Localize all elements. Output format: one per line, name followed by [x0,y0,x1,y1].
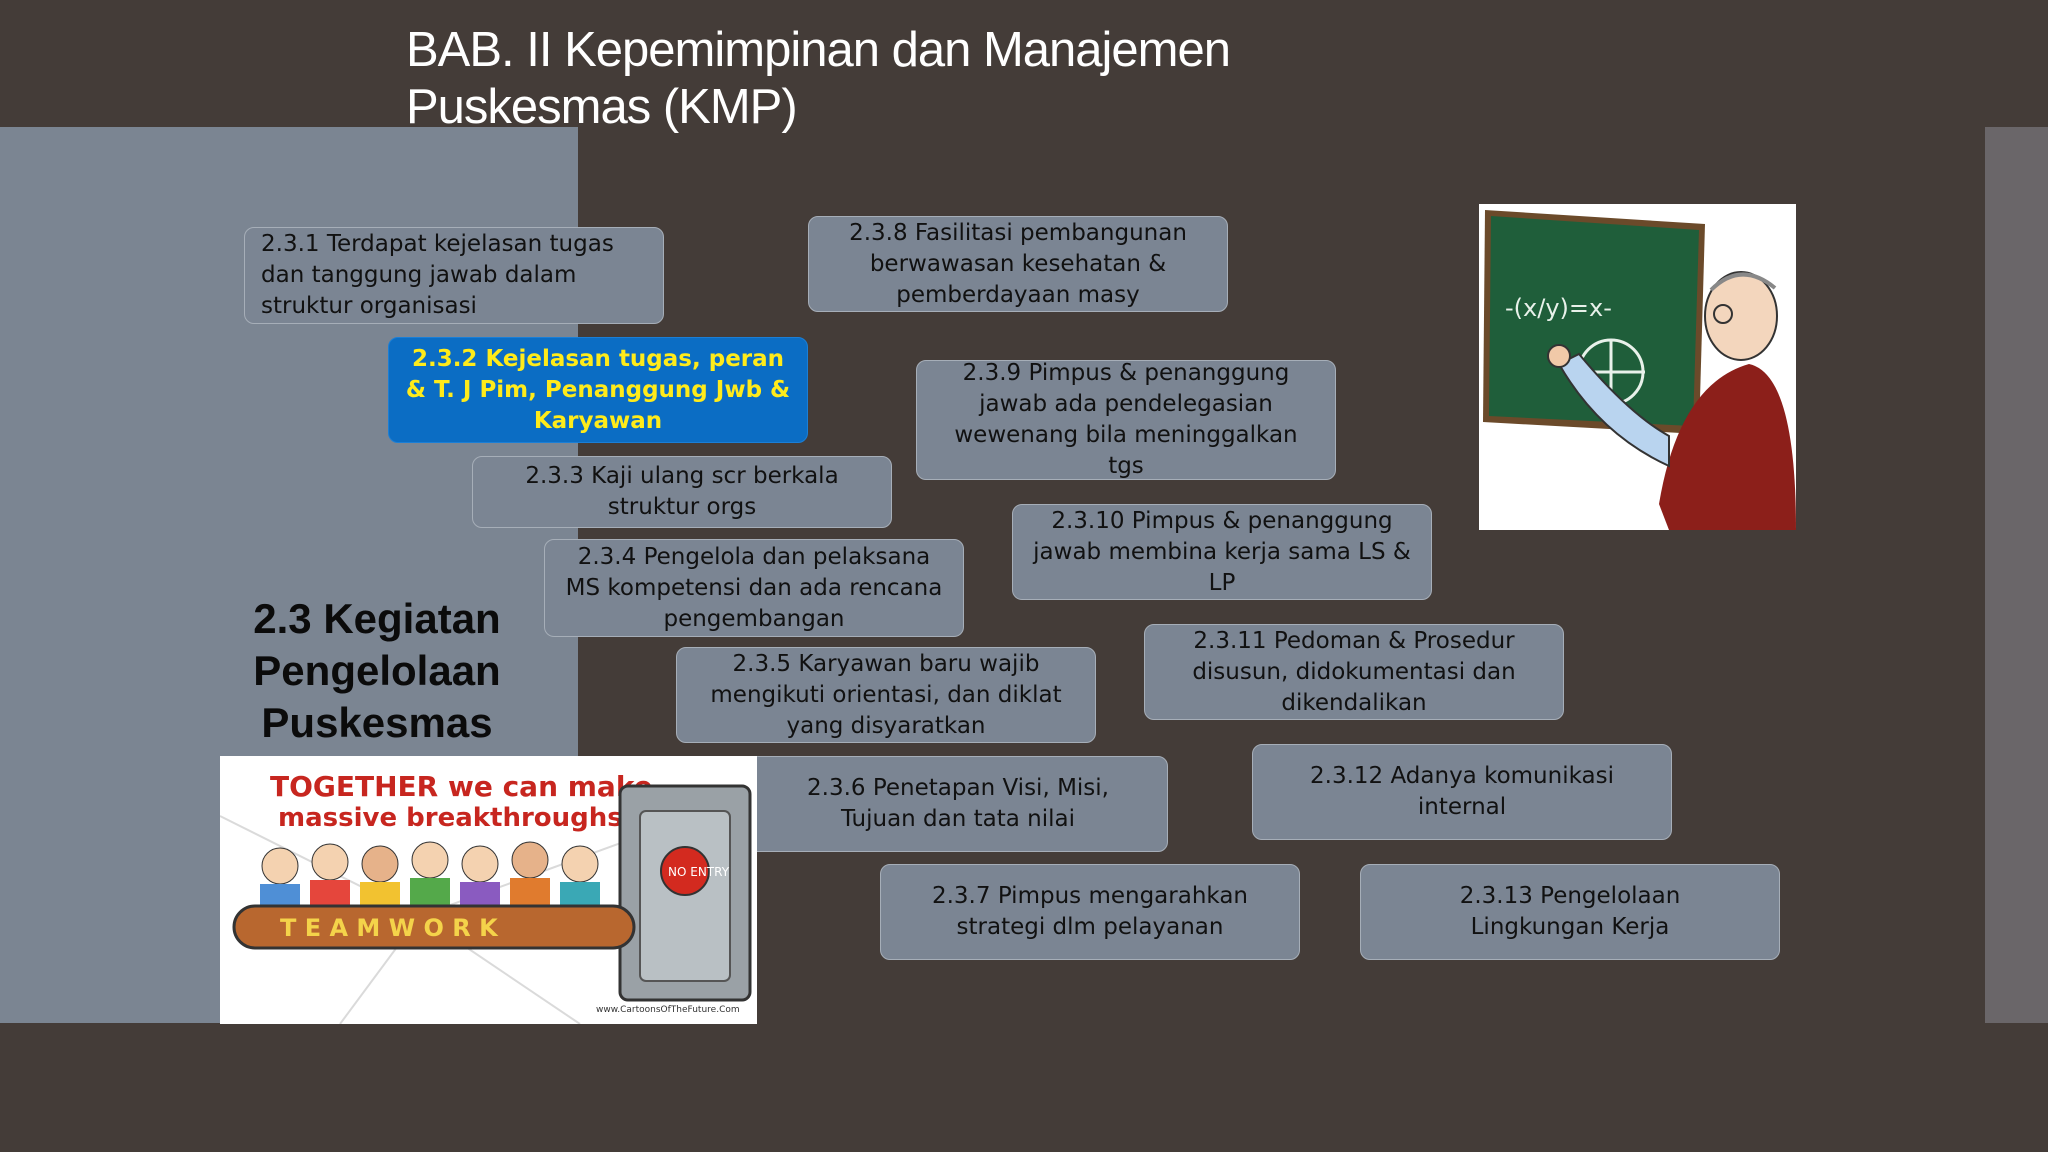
teamwork-banner: T E A M W O R K [280,914,499,942]
no-entry-sign: NO ENTRY [668,865,730,879]
cartoon-caption-2: massive breakthroughs! [278,803,635,833]
item-label: 2.3.2 Kejelasan tugas, peran & T. J Pim,… [405,345,791,434]
item-box-2-3-10: 2.3.10 Pimpus & penanggung jawab membina… [1012,504,1432,600]
teamwork-illustration: TOGETHER we can make massive breakthroug… [220,756,757,1024]
item-box-2-3-12: 2.3.12 Adanya komunikasi internal [1252,744,1672,840]
section-title: 2.3 Kegiatan Pengelolaan Puskesmas [222,593,532,749]
section-title-line-2: Pengelolaan [253,647,501,694]
item-label: 2.3.6 Penetapan Visi, Misi, Tujuan dan t… [807,775,1109,832]
item-box-2-3-3: 2.3.3 Kaji ulang scr berkala struktur or… [472,456,892,528]
item-label: 2.3.8 Fasilitasi pembangunan berwawasan … [849,219,1187,308]
slide-title-line-2: Puskesmas (KMP) [406,80,798,134]
item-box-2-3-11: 2.3.11 Pedoman & Prosedur disusun, didok… [1144,624,1564,720]
item-label: 2.3.3 Kaji ulang scr berkala struktur or… [525,463,839,520]
section-title-line-1: 2.3 Kegiatan [253,595,501,642]
teamwork-cartoon-image: TOGETHER we can make massive breakthroug… [220,756,757,1024]
item-label: 2.3.5 Karyawan baru wajib mengikuti orie… [710,650,1062,739]
teacher-illustration: -(x/y)=x- [1479,204,1796,530]
right-strip [1985,127,2048,1023]
item-label: 2.3.10 Pimpus & penanggung jawab membina… [1033,507,1411,596]
item-label: 2.3.12 Adanya komunikasi internal [1310,763,1614,820]
item-box-2-3-7: 2.3.7 Pimpus mengarahkan strategi dlm pe… [880,864,1300,960]
item-label: 2.3.13 Pengelolaan Lingkungan Kerja [1459,883,1681,940]
item-label: 2.3.1 Terdapat kejelasan tugas dan tangg… [261,231,614,319]
item-box-2-3-1: 2.3.1 Terdapat kejelasan tugas dan tangg… [244,227,664,324]
slide-title-line-1: BAB. II Kepemimpinan dan Manajemen [406,23,1231,77]
item-box-2-3-9: 2.3.9 Pimpus & penanggung jawab ada pend… [916,360,1336,480]
item-box-2-3-6: 2.3.6 Penetapan Visi, Misi, Tujuan dan t… [748,756,1168,852]
teacher-chalkboard-image: -(x/y)=x- [1479,204,1796,530]
cartoon-credit: www.CartoonsOfTheFuture.Com [596,1005,740,1015]
item-label: 2.3.7 Pimpus mengarahkan strategi dlm pe… [931,883,1248,940]
item-box-2-3-13: 2.3.13 Pengelolaan Lingkungan Kerja [1360,864,1780,960]
item-box-2-3-2: 2.3.2 Kejelasan tugas, peran & T. J Pim,… [388,337,808,443]
item-label: 2.3.11 Pedoman & Prosedur disusun, didok… [1192,627,1516,716]
section-title-line-3: Puskesmas [261,699,493,746]
item-label: 2.3.9 Pimpus & penanggung jawab ada pend… [954,360,1298,479]
item-label: 2.3.4 Pengelola dan pelaksana MS kompete… [565,543,943,632]
item-box-2-3-4: 2.3.4 Pengelola dan pelaksana MS kompete… [544,539,964,637]
cartoon-caption-1: TOGETHER we can make [270,770,653,803]
item-box-2-3-8: 2.3.8 Fasilitasi pembangunan berwawasan … [808,216,1228,312]
slide-title: BAB. II Kepemimpinan dan Manajemen Puske… [406,22,1406,136]
item-box-2-3-5: 2.3.5 Karyawan baru wajib mengikuti orie… [676,647,1096,743]
board-equation: -(x/y)=x- [1505,294,1612,322]
